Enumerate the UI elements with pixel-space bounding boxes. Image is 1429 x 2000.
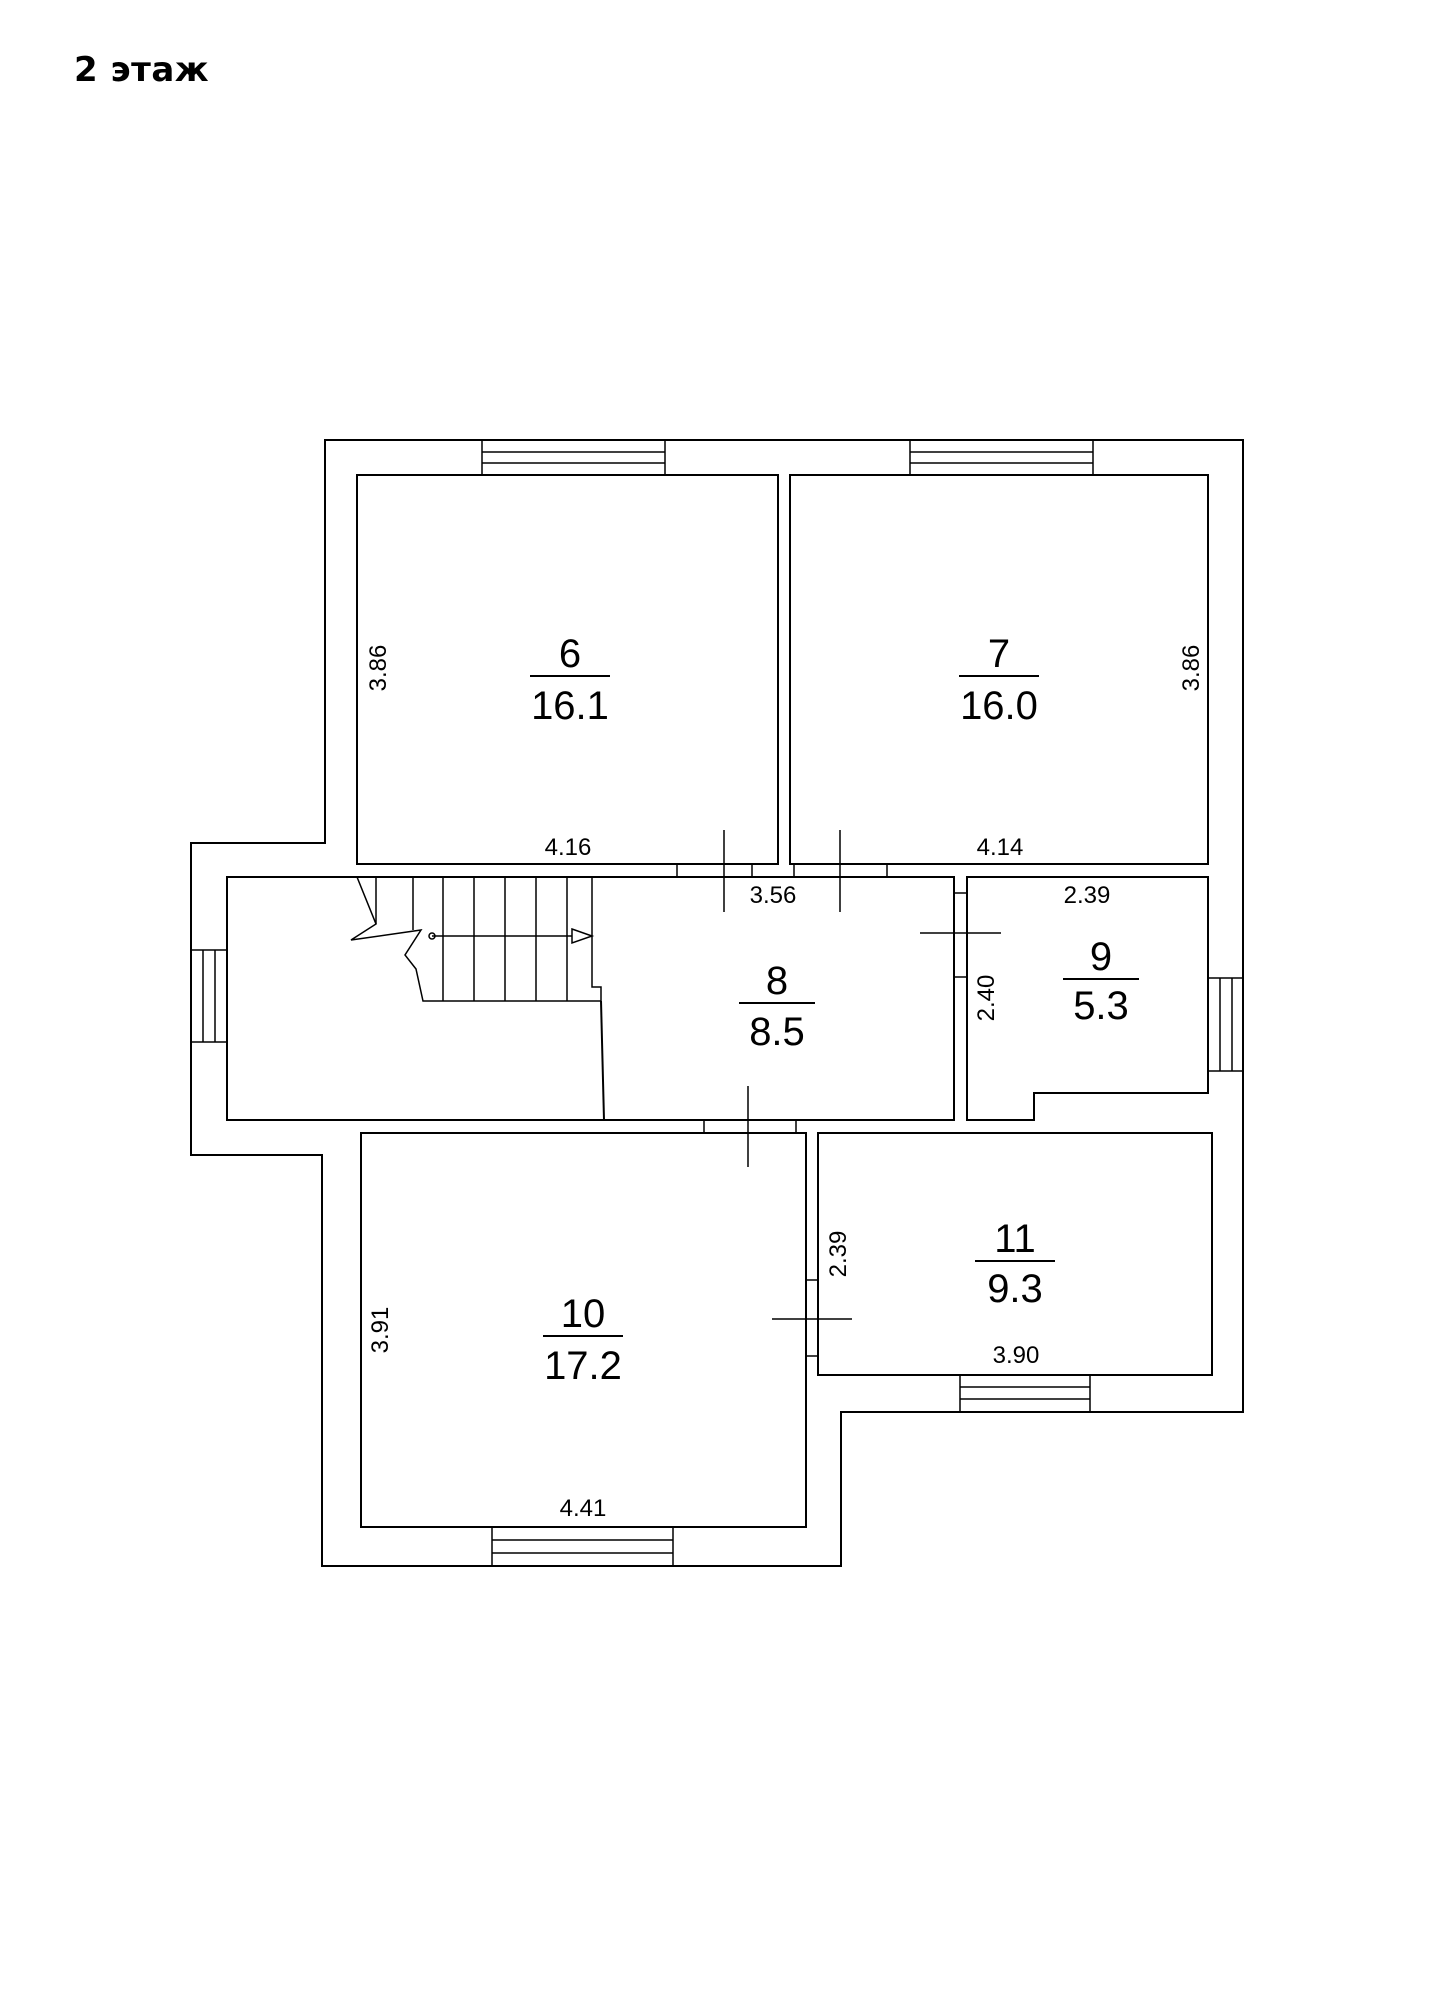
- room-number: 8: [766, 959, 788, 1003]
- dim-room-7-width: 4.14: [977, 834, 1024, 861]
- door-room-10: [703, 1086, 797, 1167]
- window-room-10: [491, 1526, 674, 1567]
- dim-room-6-height: 3.86: [365, 645, 392, 692]
- room-10-label: 10 17.2: [543, 1292, 623, 1388]
- room-9-outline: [966, 876, 1209, 1121]
- staircase: [350, 876, 602, 1002]
- room-number: 10: [561, 1292, 606, 1336]
- room-number: 6: [559, 632, 581, 676]
- window-right: [1207, 977, 1244, 1072]
- window-top-left: [481, 439, 666, 476]
- page-title: 2 этаж: [74, 50, 210, 90]
- room-7-label: 7 16.0: [959, 632, 1039, 728]
- window-top-right: [909, 439, 1094, 476]
- dim-room-10-height: 3.91: [367, 1307, 394, 1354]
- room-area: 9.3: [987, 1267, 1043, 1311]
- window-room-11: [959, 1374, 1091, 1413]
- room-number: 7: [988, 632, 1010, 676]
- room-area: 8.5: [749, 1010, 805, 1054]
- room-area: 16.0: [960, 684, 1038, 728]
- room-number: 9: [1090, 935, 1112, 979]
- room-number: 11: [994, 1217, 1036, 1261]
- door-room-6: [676, 830, 753, 912]
- dim-room-8-width: 3.56: [750, 882, 797, 909]
- room-11-label: 11 9.3: [975, 1217, 1055, 1311]
- room-8-label: 8 8.5: [739, 959, 815, 1054]
- room-9-label: 9 5.3: [1063, 935, 1139, 1028]
- room-8-outline: [226, 876, 955, 1121]
- dim-room-11-width: 3.90: [993, 1342, 1040, 1369]
- room-area: 16.1: [531, 684, 609, 728]
- dim-room-6-width: 4.16: [545, 834, 592, 861]
- dim-room-7-height: 3.86: [1178, 645, 1205, 692]
- room-area: 17.2: [544, 1344, 622, 1388]
- dim-room-9-width: 2.39: [1064, 882, 1111, 909]
- dim-room-9-height: 2.40: [973, 975, 1000, 1022]
- dim-room-11-height: 2.39: [825, 1231, 852, 1278]
- room-6-label: 6 16.1: [530, 632, 610, 728]
- outer-wall: [190, 439, 1244, 1567]
- door-room-11: [772, 1279, 852, 1357]
- stair-partition: [600, 1000, 605, 1121]
- door-room-9: [920, 892, 1001, 978]
- window-left: [190, 949, 228, 1043]
- dim-room-10-width: 4.41: [560, 1495, 607, 1522]
- room-area: 5.3: [1073, 984, 1129, 1028]
- door-room-7: [793, 830, 888, 912]
